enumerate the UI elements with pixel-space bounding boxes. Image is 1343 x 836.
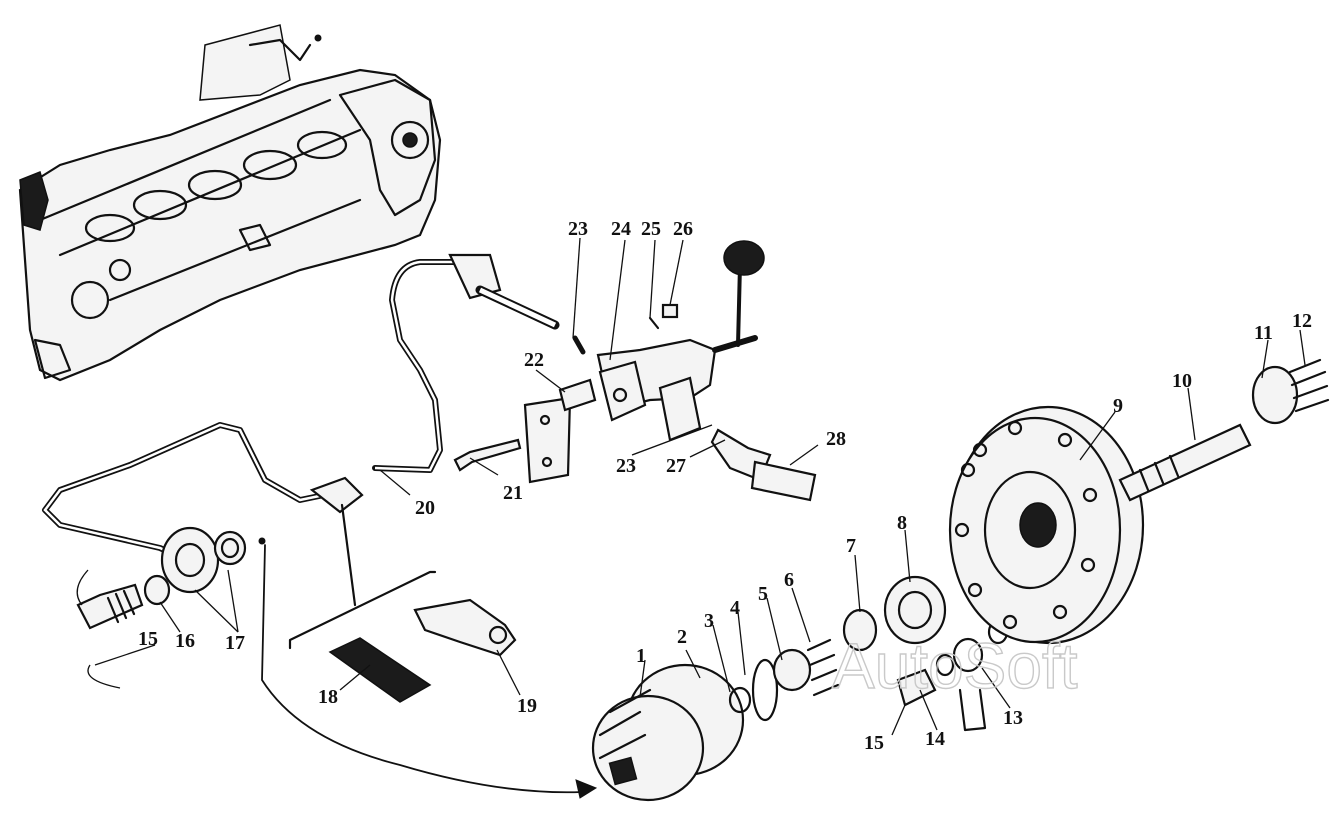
callout-12: 12 [1292, 310, 1312, 332]
callout-21: 21 [503, 482, 523, 504]
callout-11: 11 [1254, 322, 1273, 344]
callout-20: 20 [415, 497, 435, 519]
callout-18: 18 [318, 686, 338, 708]
pump-bracket [453, 378, 597, 484]
callout-13: 13 [1003, 707, 1023, 729]
callout-23-bottom: 23 [616, 455, 636, 477]
callout-8: 8 [897, 512, 907, 534]
flow-arrow-line [261, 544, 583, 794]
callout-19: 19 [517, 695, 537, 717]
fuel-pipe-20 [42, 253, 560, 558]
callout-5: 5 [758, 583, 768, 605]
callout-28: 28 [826, 428, 846, 450]
drive-shaft [1118, 358, 1330, 502]
watermark: AutoSoft [832, 630, 1078, 702]
callout-10: 10 [1172, 370, 1192, 392]
callout-labels: 1 2 3 4 5 6 7 8 9 10 11 12 13 14 15 15 1… [138, 218, 1312, 754]
pipe-clamp [288, 503, 517, 703]
callout-15-bolt: 15 [138, 628, 158, 650]
banjo-bolt [76, 537, 266, 630]
callout-26: 26 [673, 218, 693, 240]
callout-1: 1 [636, 645, 646, 667]
callout-16: 16 [175, 630, 195, 652]
callout-24: 24 [611, 218, 631, 240]
callout-25: 25 [641, 218, 661, 240]
callout-2: 2 [677, 626, 687, 648]
callout-22: 22 [524, 349, 544, 371]
banjo-fitting [143, 526, 247, 606]
pump-housing [591, 663, 745, 802]
callout-6: 6 [784, 569, 794, 591]
pump-spring-set [728, 575, 1009, 732]
hand-priming-pump [572, 240, 817, 502]
callout-7: 7 [846, 535, 856, 557]
callout-27: 27 [666, 455, 686, 477]
callout-15-pump: 15 [864, 732, 884, 754]
engine-block [18, 24, 442, 382]
callout-17: 17 [225, 632, 245, 654]
callout-3: 3 [704, 610, 714, 632]
mounting-flange [948, 405, 1145, 645]
callout-23-top: 23 [568, 218, 588, 240]
callout-14: 14 [925, 728, 945, 750]
callout-9: 9 [1113, 395, 1123, 417]
leader-lines [76, 237, 1306, 736]
callout-4: 4 [730, 597, 740, 619]
flow-arrowhead [575, 779, 598, 799]
